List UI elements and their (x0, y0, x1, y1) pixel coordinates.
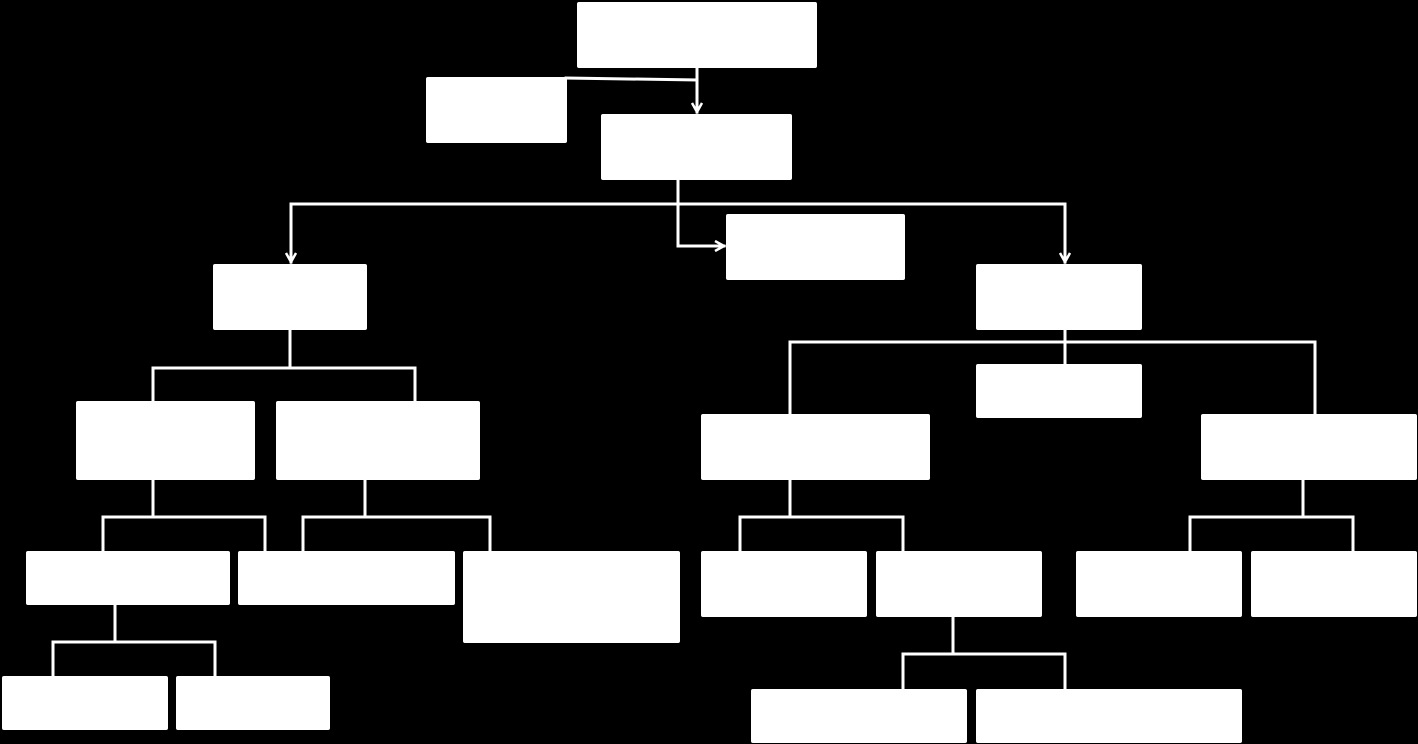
edge-side-note-join (564, 76, 699, 82)
diagram-node-left-b-1 (463, 551, 680, 643)
diagram-node-right-branch (976, 264, 1142, 330)
edge-right-a-2-to-i (901, 615, 955, 691)
diagram-node-left-a-2 (238, 551, 455, 605)
diagram-node-right-a-2-i (751, 689, 967, 743)
diagram-node-side-note (426, 77, 567, 143)
edge-left-b-to-left-a-2 (301, 478, 367, 553)
diagram-node-root (577, 2, 817, 68)
diagram-node-right-b-1 (1076, 551, 1242, 617)
edge-right-a-to-right-a-1 (738, 478, 792, 553)
edge-right-branch-to-right-b (1063, 340, 1317, 416)
diagram-node-right-b (1201, 414, 1417, 480)
edge-left-a-1-to-i (51, 603, 117, 678)
diagram-node-left-branch (213, 264, 367, 330)
diagram-node-level1 (601, 114, 792, 180)
edge-left-a-to-left-a-1 (101, 478, 155, 553)
edge-level1-to-right-branch (676, 202, 1065, 262)
diagram-node-right-a (701, 414, 930, 480)
diagram-node-left-b (276, 401, 480, 480)
edge-level1-to-center (676, 202, 724, 246)
diagram-node-left-a-1-ii (176, 676, 330, 730)
edge-left-branch-to-left-b (288, 366, 417, 403)
diagram-node-left-a-1-i (2, 676, 168, 730)
edge-right-b-to-right-b-2 (1301, 515, 1355, 553)
diagram-node-right-a-1 (701, 551, 867, 617)
diagram-node-level2-center (726, 214, 905, 280)
edge-level1-to-left-branch (291, 178, 680, 262)
diagram-node-right-branch-note (976, 364, 1142, 418)
edge-right-a-to-right-a-2 (788, 515, 905, 553)
diagram-node-right-b-2 (1251, 551, 1417, 617)
edge-right-branch-to-right-a (788, 340, 1067, 416)
diagram-node-left-a (76, 401, 255, 480)
diagram-node-right-a-2-ii (976, 689, 1242, 743)
edge-right-a-2-to-ii (951, 652, 1067, 691)
edge-left-branch-to-left-a (151, 328, 292, 403)
diagram-node-left-a-1 (26, 551, 230, 605)
edge-right-b-to-right-b-1 (1188, 478, 1305, 553)
diagram-node-right-a-2 (876, 551, 1042, 617)
edge-left-a-1-to-ii (113, 640, 217, 678)
edge-left-a-to-left-a-2 (151, 515, 267, 553)
edge-left-b-to-left-b-1 (363, 515, 492, 553)
